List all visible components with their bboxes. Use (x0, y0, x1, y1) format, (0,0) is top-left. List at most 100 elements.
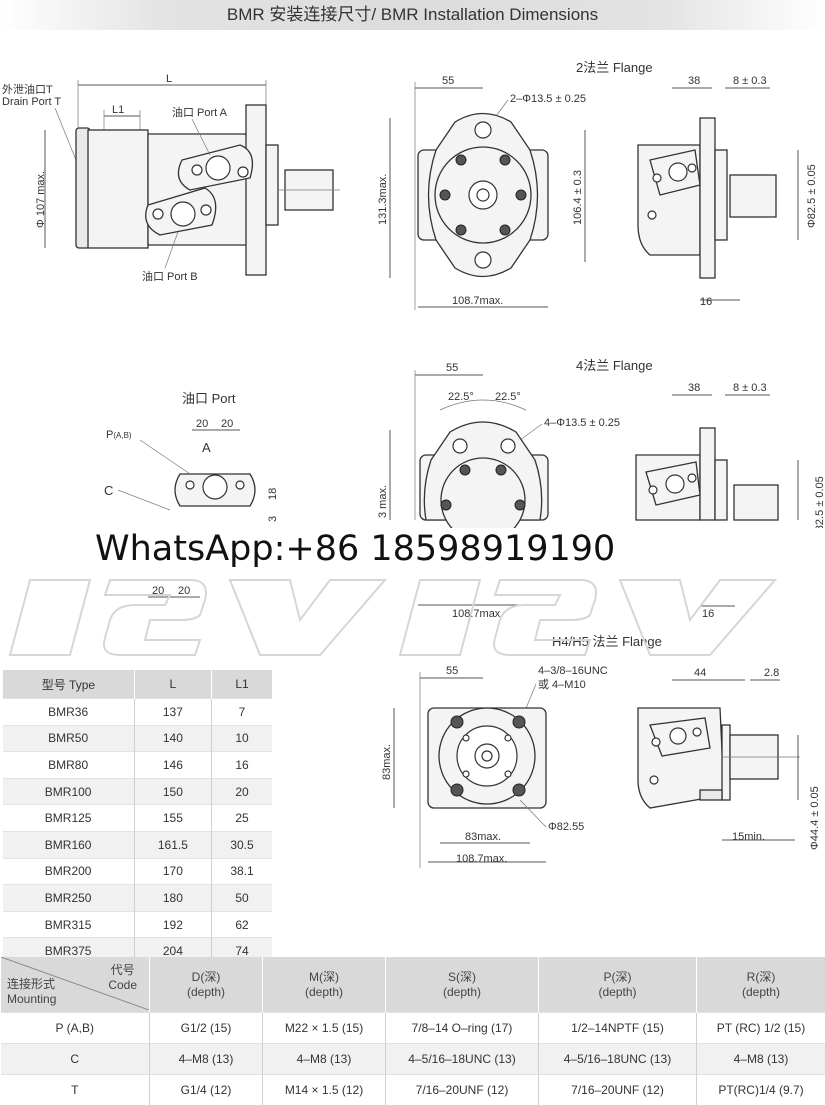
table-cell: P (A,B) (1, 1013, 150, 1044)
drain-port-label-en: Drain Port T (2, 96, 61, 108)
dim-diameter: Φ 107 max. (35, 171, 47, 228)
flange2-dim-106: 106.4 ± 0.3 (572, 170, 584, 225)
table-row: T G1/4 (12) M14 × 1.5 (12) 7/16–20UNF (1… (1, 1075, 825, 1105)
flange4-dim-8: 8 ± 0.3 (733, 382, 767, 394)
flange2-title: 2法兰 Flange (576, 60, 653, 75)
l-col-header: L (134, 670, 211, 699)
flange2-dim-131: 131.3max. (377, 174, 389, 225)
table-cell: M22 × 1.5 (15) (263, 1013, 386, 1044)
table-row: P (A,B) G1/2 (15) M22 × 1.5 (15) 7/8–14 … (1, 1013, 825, 1044)
flange4-angle-1: 22.5° (448, 391, 474, 403)
table-cell: 155 (134, 805, 211, 832)
flange4-dim-55: 55 (446, 362, 458, 374)
table-cell: M14 × 1.5 (12) (263, 1075, 386, 1105)
port-a-marker: A (202, 440, 211, 455)
table-cell: 161.5 (134, 831, 211, 858)
table-cell: BMR80 (3, 752, 135, 779)
flange2-dim-16: 16 (700, 296, 712, 308)
table-cell: 62 (212, 911, 272, 938)
flange-h-holes-2: 或 4–M10 (538, 678, 586, 691)
flange2-front-view: 2法兰 Flange 55 2–Φ13.5 ± 0.25 131.3max. 1… (377, 60, 653, 310)
flange2-dim-825: Φ82.5 ± 0.05 (806, 164, 818, 228)
flange4-angle-2: 22.5° (495, 391, 521, 403)
table-cell: 137 (134, 699, 211, 726)
page-title: BMR 安装连接尺寸/ BMR Installation Dimensions (0, 0, 825, 30)
flange-h-dim-444: Φ44.4 ± 0.05 (809, 786, 821, 850)
port-p-label: P(A,B) (106, 429, 132, 441)
table-cell: 30.5 (212, 831, 272, 858)
table-cell: 7/16–20UNF (12) (386, 1075, 539, 1105)
table-cell: 4–5/16–18UNC (13) (386, 1044, 539, 1075)
flange-h-side-view: 44 2.8 Φ44.4 ± 0.05 15min. (638, 667, 821, 850)
port-c-marker: C (104, 483, 113, 498)
type-table-header: 型号 Type L L1 (3, 670, 273, 699)
table-cell: C (1, 1044, 150, 1075)
table-cell: 38.1 (212, 858, 272, 885)
dim-L: L (166, 73, 172, 85)
table-cell: PT(RC)1/4 (9.7) (697, 1075, 825, 1105)
flange2-dim-38: 38 (688, 75, 700, 87)
table-cell: 20 (212, 778, 272, 805)
table-cell: BMR200 (3, 858, 135, 885)
flange-h-dim-83h: 83max. (381, 744, 393, 780)
table-cell: 10 (212, 725, 272, 752)
flange-h-front-view: 55 4–3/8–16UNC 或 4–M10 83max. 83max. Φ82… (381, 665, 608, 868)
table-cell: 4–M8 (13) (697, 1044, 825, 1075)
port-detail-title: 油口 Port (182, 391, 236, 406)
port-dim-18: 18 (267, 488, 279, 500)
port-dim-20b: 20 (221, 418, 233, 430)
table-cell: 140 (134, 725, 211, 752)
flange2-side-view: 38 8 ± 0.3 Φ82.5 ± 0.05 16 (638, 75, 818, 308)
table-cell: BMR160 (3, 831, 135, 858)
table-cell: 1/2–14NPTF (15) (539, 1013, 697, 1044)
table-row: C 4–M8 (13) 4–M8 (13) 4–5/16–18UNC (13) … (1, 1044, 825, 1075)
col-header-d: D(深)(depth) (150, 957, 263, 1013)
flange2-dim-8: 8 ± 0.3 (733, 75, 767, 87)
drain-port-label-cn: 外泄油口T (2, 82, 53, 96)
table-cell: BMR50 (3, 725, 135, 752)
side-view: 外泄油口T Drain Port T L L1 Φ 107 max. 油口 Po (2, 73, 340, 283)
flange-h-dim-8255: Φ82.55 (548, 821, 584, 833)
port-dim-3: 3 (267, 516, 279, 522)
table-cell: 50 (212, 885, 272, 912)
flange-h-dim-83w: 83max. (465, 831, 501, 843)
table-cell: G1/2 (15) (150, 1013, 263, 1044)
flange4-title: 4法兰 Flange (576, 358, 653, 373)
table-cell: 4–M8 (13) (263, 1044, 386, 1075)
table-cell: BMR250 (3, 885, 135, 912)
table-cell: BMR315 (3, 911, 135, 938)
flange2-dim-108: 108.7max. (452, 295, 503, 307)
table-cell: 150 (134, 778, 211, 805)
table-cell: BMR36 (3, 699, 135, 726)
table-cell: 25 (212, 805, 272, 832)
table-cell: PT (RC) 1/2 (15) (697, 1013, 825, 1044)
table-cell: 7/8–14 O–ring (17) (386, 1013, 539, 1044)
flange4-dim-h: 3 max. (377, 485, 389, 518)
flange4-dim-38: 38 (688, 382, 700, 394)
table-cell: BMR100 (3, 778, 135, 805)
table-cell: 192 (134, 911, 211, 938)
dim-L1: L1 (112, 104, 124, 116)
port-b-label: 油口 Port B (142, 269, 198, 283)
type-col-header: 型号 Type (3, 670, 135, 699)
table-cell: 7/16–20UNF (12) (539, 1075, 697, 1105)
table-cell: BMR125 (3, 805, 135, 832)
col-header-r: R(深)(depth) (697, 957, 825, 1013)
flange-h-dim-15: 15min. (732, 831, 765, 843)
flange-h-dim-108: 108.7max. (456, 853, 507, 865)
table-cell: 4–M8 (13) (150, 1044, 263, 1075)
flange2-dim-55: 55 (442, 75, 454, 87)
port-detail: 油口 Port P(A,B) 20 20 A C 18 3 (104, 391, 279, 522)
